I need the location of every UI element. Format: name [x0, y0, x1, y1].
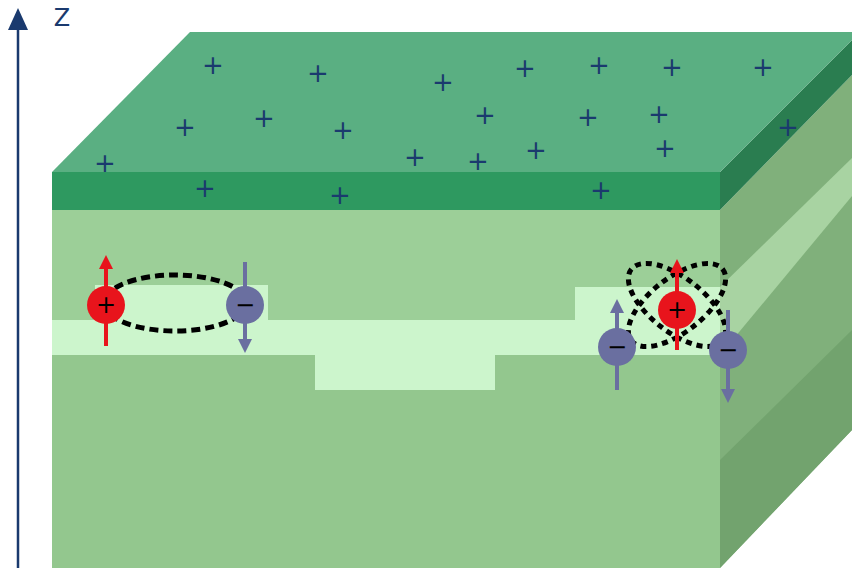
electron-particle: −	[598, 328, 636, 366]
charge-sign: +	[667, 298, 687, 322]
charge-sign: −	[607, 335, 627, 359]
charge-sign: +	[253, 105, 275, 131]
charge-sign: +	[94, 150, 116, 176]
charge-sign: −	[718, 338, 738, 362]
charge-sign: +	[467, 148, 489, 174]
charge-sign: +	[525, 137, 547, 163]
charge-sign: +	[432, 69, 454, 95]
charge-sign: +	[514, 55, 536, 81]
hole-particle: +	[658, 291, 696, 329]
hole-particle: +	[87, 286, 125, 324]
charge-sign: +	[202, 52, 224, 78]
charge-sign: +	[329, 182, 351, 208]
charge-sign: +	[96, 293, 116, 317]
charge-sign: +	[648, 101, 670, 127]
electron-particle: −	[226, 286, 264, 324]
charge-sign: +	[404, 144, 426, 170]
charge-sign: +	[588, 52, 610, 78]
charge-sign: +	[590, 177, 612, 203]
charge-sign: +	[577, 104, 599, 130]
charge-sign: +	[194, 175, 216, 201]
charge-sign: +	[661, 54, 683, 80]
axis-label: Z	[54, 6, 70, 30]
charge-sign: +	[654, 135, 676, 161]
electron-particle: −	[709, 331, 747, 369]
charge-sign: +	[777, 114, 799, 140]
charge-sign: +	[752, 54, 774, 80]
charge-sign: +	[474, 102, 496, 128]
charge-sign: −	[235, 293, 255, 317]
charge-sign: +	[174, 114, 196, 140]
charge-sign: +	[332, 117, 354, 143]
charge-sign: +	[307, 60, 329, 86]
